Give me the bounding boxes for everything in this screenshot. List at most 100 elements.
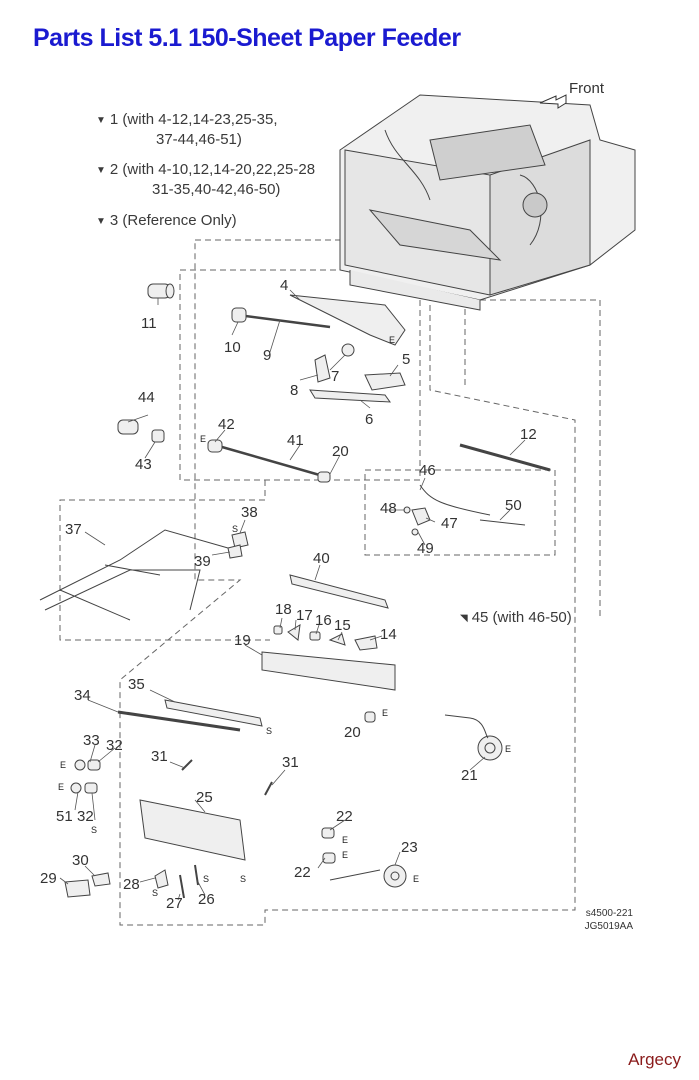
part-11-roller [147,283,175,299]
screw-mark: S [240,874,246,884]
brand-name: Argecy [628,1050,681,1069]
callout: 20 [344,724,361,741]
part-19-guide [261,651,396,691]
callout: 31 [151,748,168,765]
callout: 41 [287,432,304,449]
callout: 26 [198,891,215,908]
note-45: ◥45 (with 46-50) [460,608,572,628]
assembly-boundary-main [119,239,576,926]
part-17 [287,624,301,641]
part-7 [341,343,355,357]
part-29 [64,879,91,898]
triangle-icon: ◥ [460,613,468,624]
note-2-line-1: 2 (with 4-10,12,14-20,22,25-28 [109,161,316,178]
callout: 25 [196,789,213,806]
callout: 15 [334,617,351,634]
figure-codes: s4500-221 JG5019AA [585,907,633,933]
callout: 43 [135,456,152,473]
callout: 32 [106,737,123,754]
assembly-boundary-left [59,480,270,641]
part-40 [289,574,389,609]
triangle-icon: ▼ [96,165,106,176]
part-32-upper [87,759,101,771]
callout: 21 [461,767,478,784]
part-30 [91,872,111,887]
note-item-1: ▼1 (with 4-12,14-23,25-35, 37-44,46-51) [96,110,278,149]
note-item-2: ▼2 (with 4-10,12,14-20,22,25-28 31-35,40… [96,160,315,199]
note-1-line-1: 1 (with 4-12,14-23,25-35, [109,111,278,128]
part-16 [309,631,321,641]
assembly-boundary-right [464,299,601,620]
part-10-gear [231,307,247,323]
part-12-shaft [459,443,551,472]
callout: 37 [65,521,82,538]
part-42 [207,439,223,453]
e-ring-mark: E [200,434,206,444]
note-3-line-1: 3 (Reference Only) [109,212,237,229]
note-2-line-2: 31-35,40-42,46-50) [152,181,281,198]
figure-code-1: s4500-221 [585,908,633,919]
part-4-bracket [289,294,406,346]
leader-lines [59,289,526,901]
screw-mark: S [152,888,158,898]
part-38 [231,531,249,549]
callout: 8 [290,382,298,399]
e-ring-mark: E [389,335,395,345]
callout: 47 [441,515,458,532]
callout: 11 [141,315,157,332]
part-21-cable [444,714,489,739]
part-23-motor [383,864,407,888]
callout: 39 [194,553,211,570]
callout: 9 [263,347,271,364]
callout: 27 [166,895,183,912]
callout: 20 [332,443,349,460]
e-ring-mark: E [60,760,66,770]
note-item-3: ▼3 (Reference Only) [96,211,237,231]
callout: 22 [336,808,353,825]
fastener-marks: E E S S E E E E S E E E S S S [58,335,511,898]
callout: 46 [419,462,436,479]
callout: 14 [380,626,397,643]
callout: 30 [72,852,89,869]
part-23-cable [329,869,381,881]
screw-mark: S [232,524,238,534]
callout: 38 [241,504,258,521]
front-arrow-icon [539,94,567,109]
callout: 12 [520,426,537,443]
part-34-shaft [117,710,241,732]
triangle-icon: ▼ [96,115,106,126]
callout: 50 [505,497,522,514]
part-33 [74,759,86,771]
part-15 [328,633,346,646]
callout: 6 [365,411,373,428]
part-18 [273,625,283,635]
e-ring-mark: E [58,782,64,792]
callout: 4 [280,277,288,294]
part-22-upper [321,827,335,839]
callout: 28 [123,876,140,893]
part-21-motor [477,735,503,761]
front-label: Front [569,80,605,97]
callout: 7 [331,368,339,385]
part-35 [164,699,263,727]
callout: 49 [417,540,434,557]
e-ring-mark: E [342,850,348,860]
callout: 51 [56,808,73,825]
part-6 [309,389,392,403]
part-28 [154,869,169,889]
part-5 [364,372,406,391]
part-8 [314,354,331,383]
callout: 44 [138,389,155,406]
part-46-harness [419,484,491,516]
part-31-left [181,759,193,771]
part-14 [354,635,378,651]
e-ring-mark: E [505,744,511,754]
screw-mark: S [91,825,97,835]
part-49 [411,528,419,536]
part-22-lower [322,852,336,864]
page-title: Parts List 5.1 150-Sheet Paper Feeder [33,24,461,52]
e-ring-mark: E [382,708,388,718]
callout: 35 [128,676,145,693]
printer-frame [339,94,636,311]
